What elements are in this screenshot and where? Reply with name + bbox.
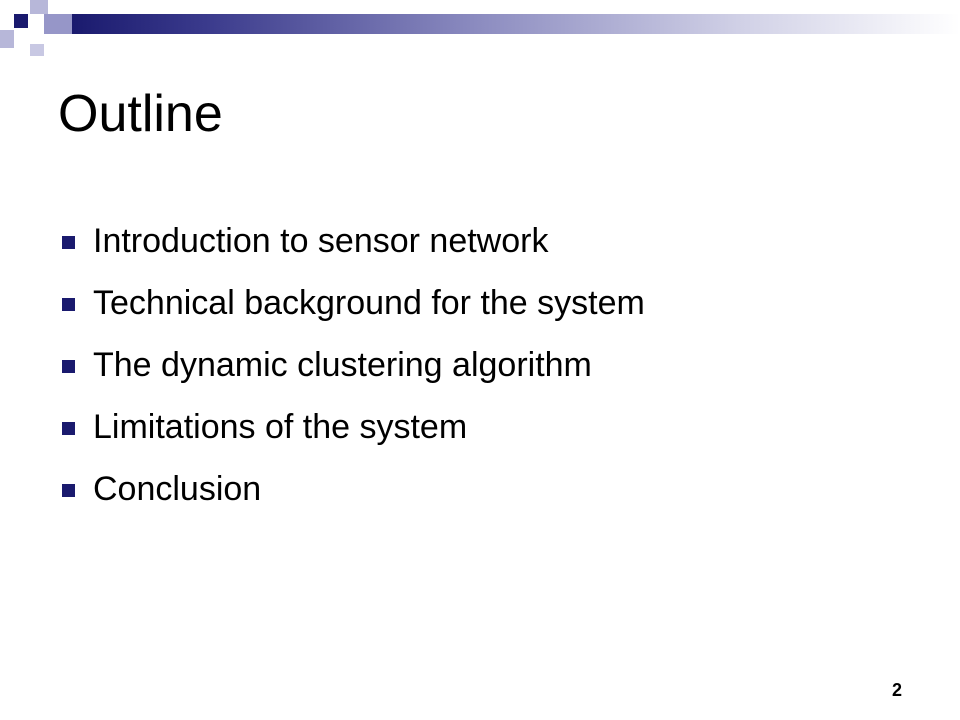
decorative-squares bbox=[0, 0, 130, 64]
list-item: Limitations of the system bbox=[62, 408, 645, 470]
decorative-square bbox=[44, 14, 72, 34]
header-gradient-bar bbox=[72, 14, 960, 34]
decorative-square bbox=[30, 44, 44, 56]
bullet-text: Conclusion bbox=[93, 470, 262, 508]
square-bullet-icon bbox=[62, 422, 75, 435]
list-item: The dynamic clustering algorithm bbox=[62, 346, 645, 408]
square-bullet-icon bbox=[62, 298, 75, 311]
bullet-text: Technical background for the system bbox=[93, 284, 645, 322]
list-item: Introduction to sensor network bbox=[62, 222, 645, 284]
slide-title: Outline bbox=[58, 85, 223, 143]
square-bullet-icon bbox=[62, 484, 75, 497]
bullet-text: The dynamic clustering algorithm bbox=[93, 346, 592, 384]
page-number: 2 bbox=[891, 680, 902, 700]
square-bullet-icon bbox=[62, 236, 75, 249]
decorative-square bbox=[14, 14, 28, 28]
bullet-text: Limitations of the system bbox=[93, 408, 468, 446]
list-item: Conclusion bbox=[62, 470, 645, 532]
bullet-text: Introduction to sensor network bbox=[93, 222, 549, 260]
decorative-square bbox=[30, 0, 48, 14]
list-item: Technical background for the system bbox=[62, 284, 645, 346]
square-bullet-icon bbox=[62, 360, 75, 373]
bullet-list: Introduction to sensor network Technical… bbox=[62, 222, 645, 532]
decorative-square bbox=[0, 30, 14, 48]
